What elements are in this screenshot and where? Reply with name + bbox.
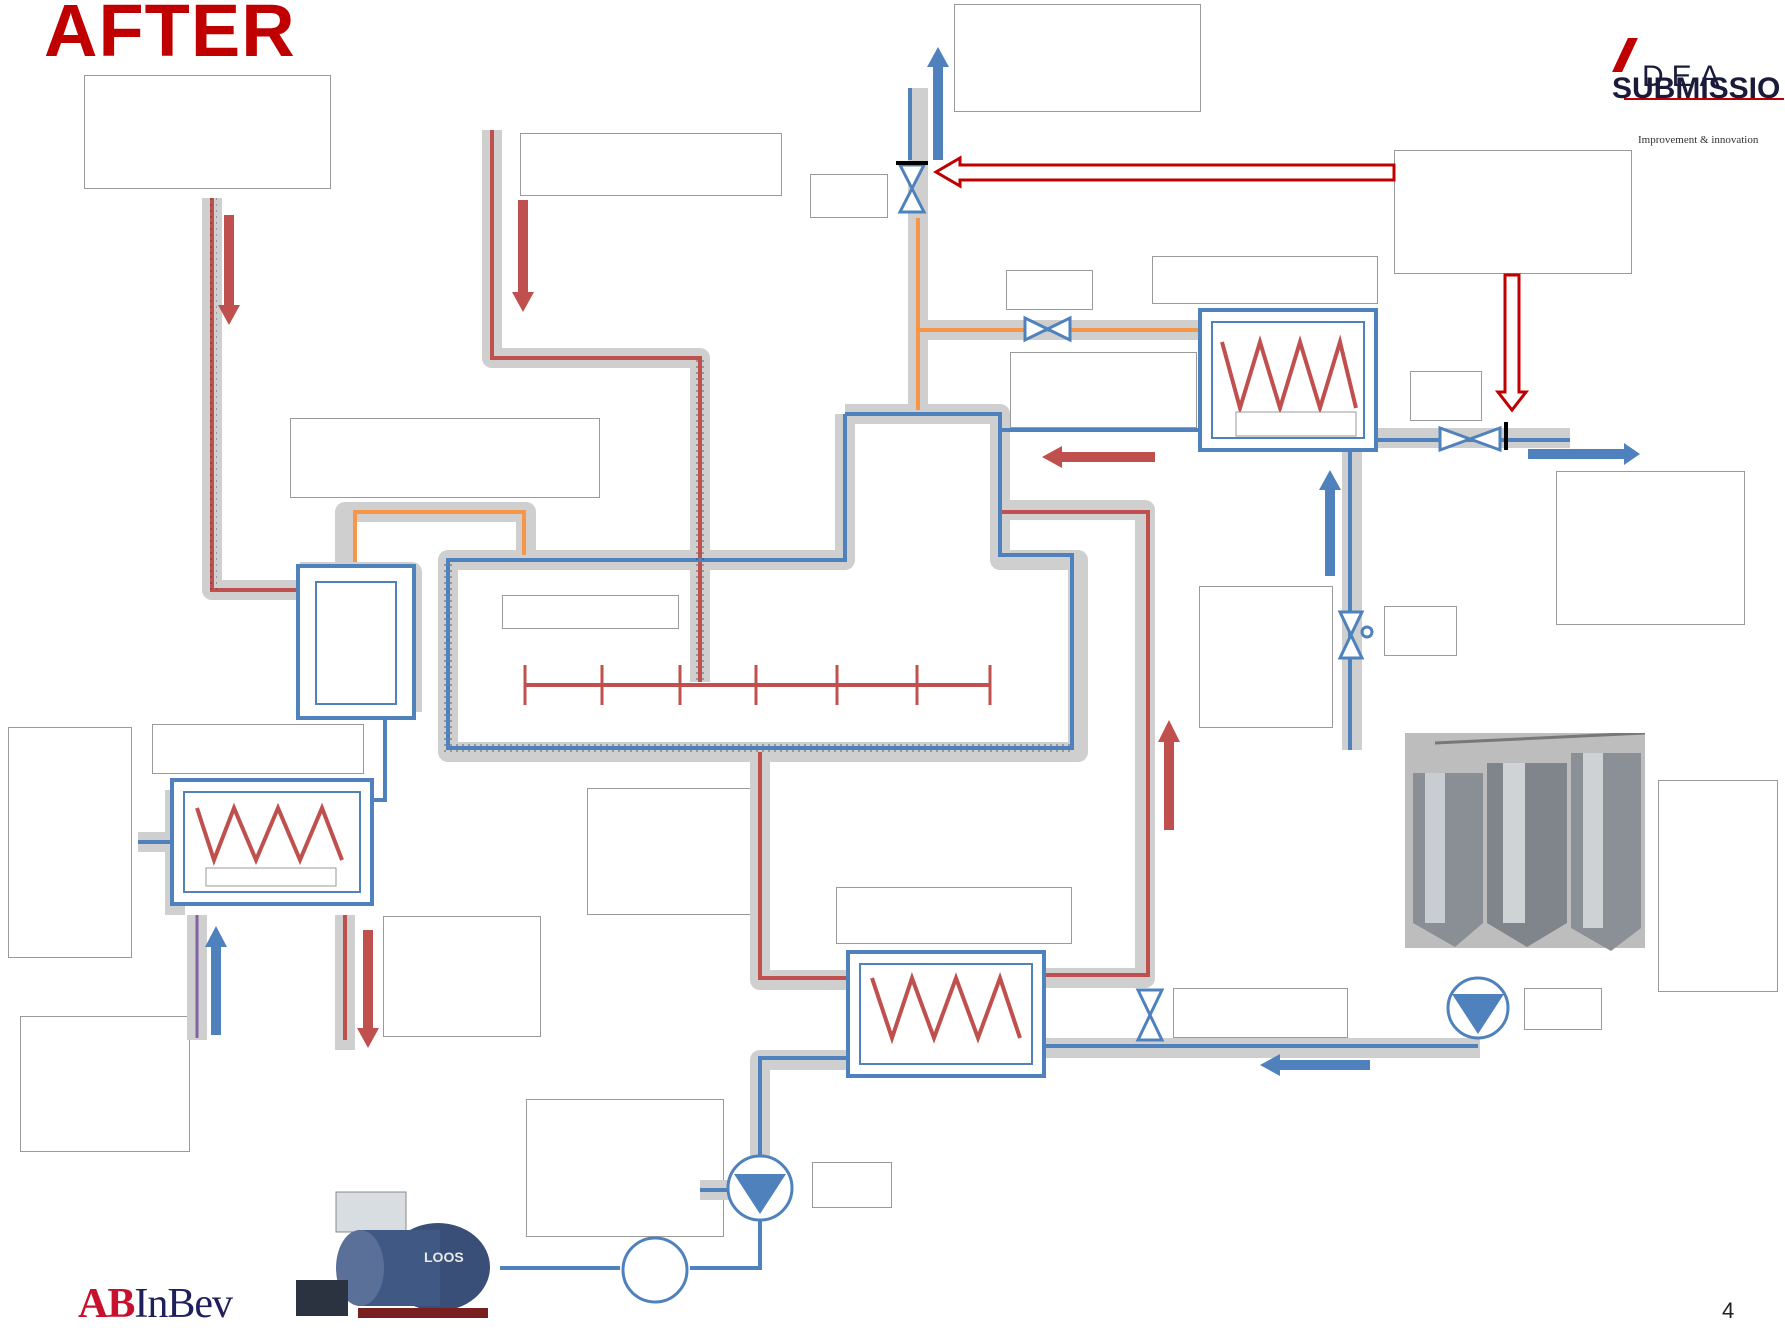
- svg-text:LOOS: LOOS: [424, 1249, 464, 1265]
- heat-exchanger-bottom: [848, 952, 1044, 1076]
- heat-exchanger-right: [1200, 310, 1376, 450]
- storage-tanks-photo: [1405, 733, 1645, 951]
- boiler-photo: LOOS: [288, 1182, 500, 1330]
- hot-water-tank: [298, 566, 414, 718]
- valve-bottom: [1138, 990, 1162, 1040]
- pump-bottom: [728, 1156, 792, 1220]
- heat-exchanger-left: [172, 780, 372, 904]
- pump-right: [1448, 978, 1508, 1038]
- flow-meter: [623, 1238, 687, 1302]
